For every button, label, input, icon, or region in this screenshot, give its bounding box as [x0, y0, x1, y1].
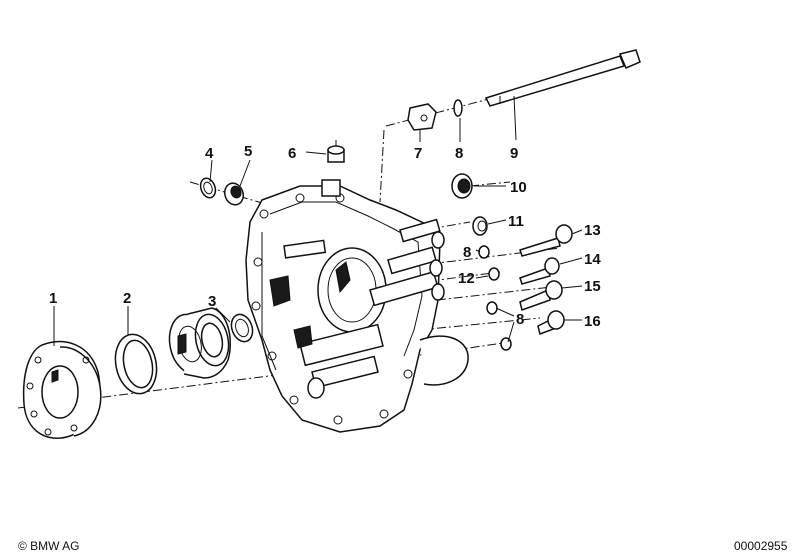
- callout-5: 5: [244, 143, 252, 160]
- callout-13: 13: [584, 222, 601, 239]
- part-3-ring: [230, 313, 254, 343]
- part-1-flange: [22, 340, 102, 439]
- callout-15: 15: [584, 278, 601, 295]
- part-10-seal: [451, 173, 473, 199]
- callout-1: 1: [49, 290, 57, 307]
- diagram-number: 00002955: [734, 539, 788, 553]
- callout-16: 16: [584, 313, 601, 330]
- callout-2: 2: [123, 290, 131, 307]
- part-7-bracket: [407, 103, 437, 131]
- callout-6: 6: [288, 145, 296, 162]
- part-5-seal: [223, 182, 245, 206]
- part-15-bolt: [519, 280, 563, 311]
- callout-8-top: 8: [455, 145, 463, 162]
- copyright-text: © BMW AG: [18, 539, 80, 553]
- part-11-cap: [472, 216, 488, 236]
- part-2-shim-ring: [114, 333, 158, 395]
- callout-4: 4: [205, 145, 214, 162]
- part-16-bolt: [537, 310, 565, 335]
- callout-7: 7: [414, 145, 422, 162]
- callout-12: 12: [458, 270, 475, 287]
- part-9-long-bolt: [484, 49, 641, 107]
- callout-8-middle: 8: [463, 244, 471, 261]
- part-13-bolt: [519, 224, 573, 257]
- washers-8-12: [478, 245, 512, 351]
- callout-labels: 1 2 3 4 5 6 7 8 9 10 11 8 13 14 12 15 8 …: [49, 143, 601, 330]
- callout-10: 10: [510, 179, 527, 196]
- part-3-bearing: [168, 307, 231, 379]
- callout-8-bottom: 8: [516, 311, 524, 328]
- leader-lines: [53, 95, 583, 346]
- callout-9: 9: [510, 145, 518, 162]
- callout-3: 3: [208, 293, 216, 310]
- part-14-bolt: [519, 257, 560, 285]
- callout-14: 14: [584, 251, 601, 268]
- gearbox-housing: [245, 179, 469, 433]
- part-8-washer-top: [453, 99, 463, 117]
- part-6-plug: [327, 140, 345, 163]
- part-4-circlip: [199, 177, 217, 199]
- callout-11: 11: [508, 213, 524, 230]
